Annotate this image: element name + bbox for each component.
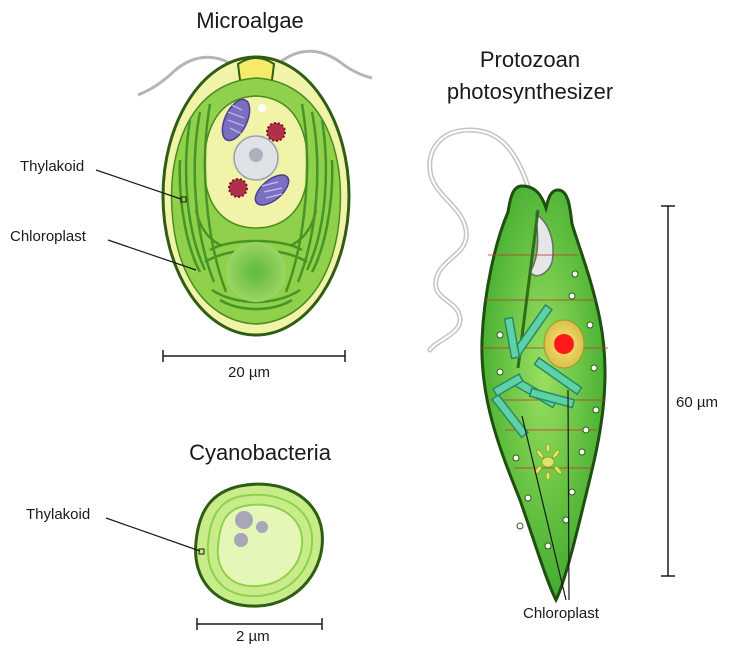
scale-label-protozoan: 60 µm — [676, 394, 718, 411]
scale-bar-microalgae — [163, 350, 345, 362]
leader-cyanobacteria-thylakoid — [106, 518, 200, 551]
scale-label-microalgae: 20 µm — [228, 364, 270, 381]
title-cyanobacteria: Cyanobacteria — [170, 440, 350, 466]
scale-label-cyanobacteria: 2 µm — [236, 628, 270, 645]
title-protozoan-line2: photosynthesizer — [445, 76, 615, 108]
label-microalgae-thylakoid: Thylakoid — [20, 158, 84, 175]
protozoan-nucleolus — [554, 334, 574, 354]
scale-bar-protozoan — [661, 206, 675, 576]
label-protozoan-chloroplast: Chloroplast — [523, 605, 599, 622]
title-protozoan-line1: Protozoan — [445, 44, 615, 76]
microalgae-granule-1 — [267, 123, 285, 141]
protozoan-cell — [430, 130, 608, 600]
microalgae-nucleolus — [249, 148, 263, 162]
microalgae-pyrenoid — [226, 242, 286, 302]
cyanobacteria-granule-1 — [235, 511, 253, 529]
label-microalgae-chloroplast: Chloroplast — [10, 228, 86, 245]
cyanobacteria-granule-2 — [256, 521, 268, 533]
microalgae-vacuole — [258, 104, 266, 112]
cyanobacteria-cell — [196, 484, 323, 606]
title-protozoan: Protozoan photosynthesizer — [445, 44, 615, 108]
title-microalgae: Microalgae — [180, 8, 320, 34]
microalgae-cell — [138, 51, 372, 335]
label-cyanobacteria-thylakoid: Thylakoid — [26, 506, 90, 523]
microalgae-granule-2 — [229, 179, 247, 197]
cyanobacteria-granule-3 — [234, 533, 248, 547]
